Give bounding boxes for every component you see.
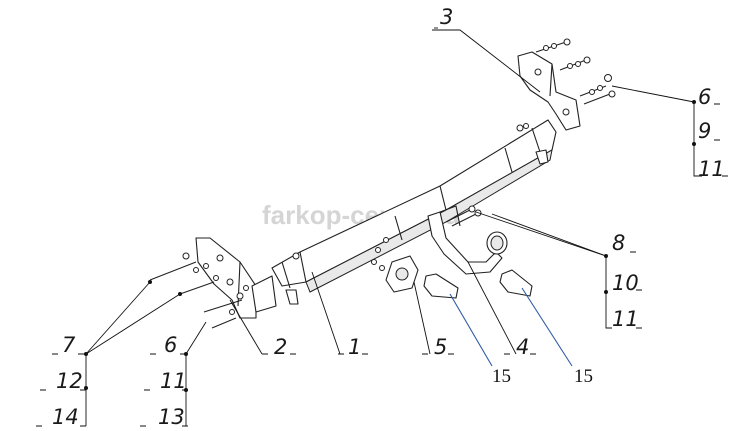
callout-11-mid: 11 bbox=[612, 307, 639, 331]
callout-2: 2 bbox=[274, 335, 287, 359]
fasteners bbox=[149, 38, 616, 329]
callout-15-left: 15 bbox=[492, 366, 511, 387]
callout-12: 12 bbox=[56, 369, 83, 393]
callout-15-right: 15 bbox=[574, 366, 593, 387]
callout-labels: 3 6 9 11 8 10 11 7 12 14 6 11 13 2 1 5 4… bbox=[36, 5, 728, 429]
callout-underscores bbox=[36, 103, 728, 427]
callout-5: 5 bbox=[434, 335, 447, 359]
callout-11-top: 11 bbox=[698, 157, 725, 181]
callout-7: 7 bbox=[62, 333, 76, 357]
callout-6-top: 6 bbox=[698, 85, 711, 109]
socket-plate bbox=[385, 255, 419, 293]
tow-ball-neck bbox=[427, 205, 508, 275]
callout-11-left: 11 bbox=[160, 369, 187, 393]
reinforcement-plates bbox=[423, 269, 533, 299]
right-mounting-bracket bbox=[517, 51, 581, 131]
callout-14: 14 bbox=[52, 405, 79, 429]
callout-13: 13 bbox=[158, 405, 185, 429]
callout-6-left: 6 bbox=[164, 333, 177, 357]
left-mounting-bracket bbox=[195, 237, 277, 319]
callout-1: 1 bbox=[348, 335, 361, 359]
callout-10: 10 bbox=[612, 271, 639, 295]
callout-3: 3 bbox=[440, 5, 453, 29]
callout-8: 8 bbox=[612, 231, 625, 255]
callout-9: 9 bbox=[698, 119, 711, 143]
callout-4: 4 bbox=[516, 335, 529, 359]
